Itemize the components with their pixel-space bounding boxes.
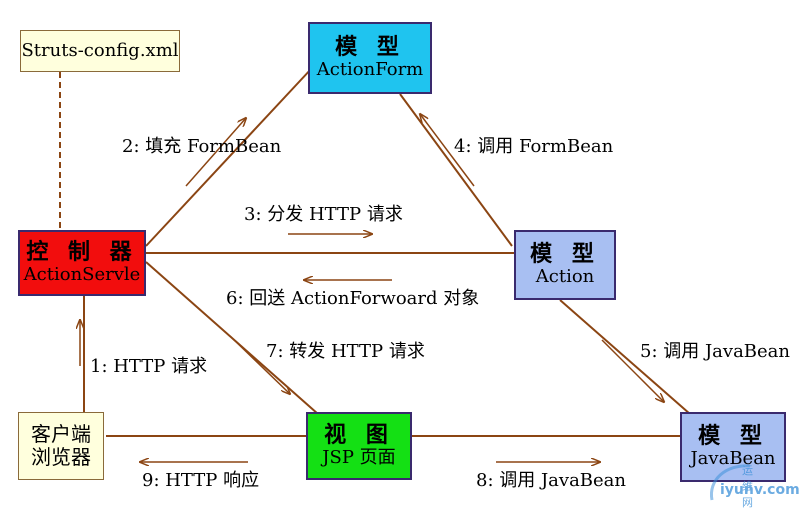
arrow-step2 bbox=[185, 118, 246, 187]
actionform-model-box: 模 型 ActionForm bbox=[308, 22, 432, 94]
line-action-javabean bbox=[559, 299, 691, 415]
label-step7: 7: 转发 HTTP 请求 bbox=[266, 341, 425, 362]
javabean-model-box: 模 型 JavaBean bbox=[680, 412, 786, 482]
action-model-title: 模 型 bbox=[530, 241, 600, 267]
actionform-model-title: 模 型 bbox=[335, 34, 405, 60]
controller-name: ActionServle bbox=[23, 264, 141, 286]
view-title: 视 图 bbox=[324, 422, 394, 448]
label-step9: 9: HTTP 响应 bbox=[142, 470, 260, 491]
watermark-swoosh-icon bbox=[709, 464, 751, 501]
struts-config-label: Struts-config.xml bbox=[21, 39, 179, 61]
controller-box: 控 制 器 ActionServle bbox=[18, 230, 146, 296]
label-step5: 5: 调用 JavaBean bbox=[640, 341, 791, 362]
arrow-step7 bbox=[229, 335, 290, 394]
watermark-main-text: iyunv.com bbox=[720, 482, 800, 498]
label-step4: 4: 调用 FormBean bbox=[454, 136, 614, 157]
controller-title: 控 制 器 bbox=[26, 239, 138, 265]
label-step3: 3: 分发 HTTP 请求 bbox=[244, 204, 403, 225]
javabean-model-title: 模 型 bbox=[698, 423, 768, 449]
line-formbean-action bbox=[399, 93, 513, 247]
label-step1: 1: HTTP 请求 bbox=[90, 356, 208, 377]
label-step8: 8: 调用 JavaBean bbox=[476, 470, 627, 491]
view-jsp-box: 视 图 JSP 页面 bbox=[306, 412, 412, 480]
action-model-name: Action bbox=[535, 266, 595, 288]
line-controller-formbean bbox=[145, 67, 313, 247]
struts-config-box: Struts-config.xml bbox=[20, 30, 180, 72]
label-step6: 6: 回送 ActionForwoard 对象 bbox=[226, 288, 480, 309]
action-model-box: 模 型 Action bbox=[514, 230, 616, 300]
arrow-step4 bbox=[420, 114, 475, 187]
client-browser-box: 客户端 浏览器 bbox=[18, 412, 104, 480]
client-browser-line1: 客户端 bbox=[31, 422, 91, 446]
actionform-model-name: ActionForm bbox=[316, 59, 424, 81]
watermark-top-text: 运维网 bbox=[742, 464, 753, 509]
view-name: JSP 页面 bbox=[322, 447, 396, 469]
javabean-model-name: JavaBean bbox=[690, 448, 776, 470]
label-step2: 2: 填充 FormBean bbox=[122, 136, 282, 157]
arrow-step5 bbox=[601, 339, 664, 402]
client-browser-line2: 浏览器 bbox=[31, 445, 91, 469]
